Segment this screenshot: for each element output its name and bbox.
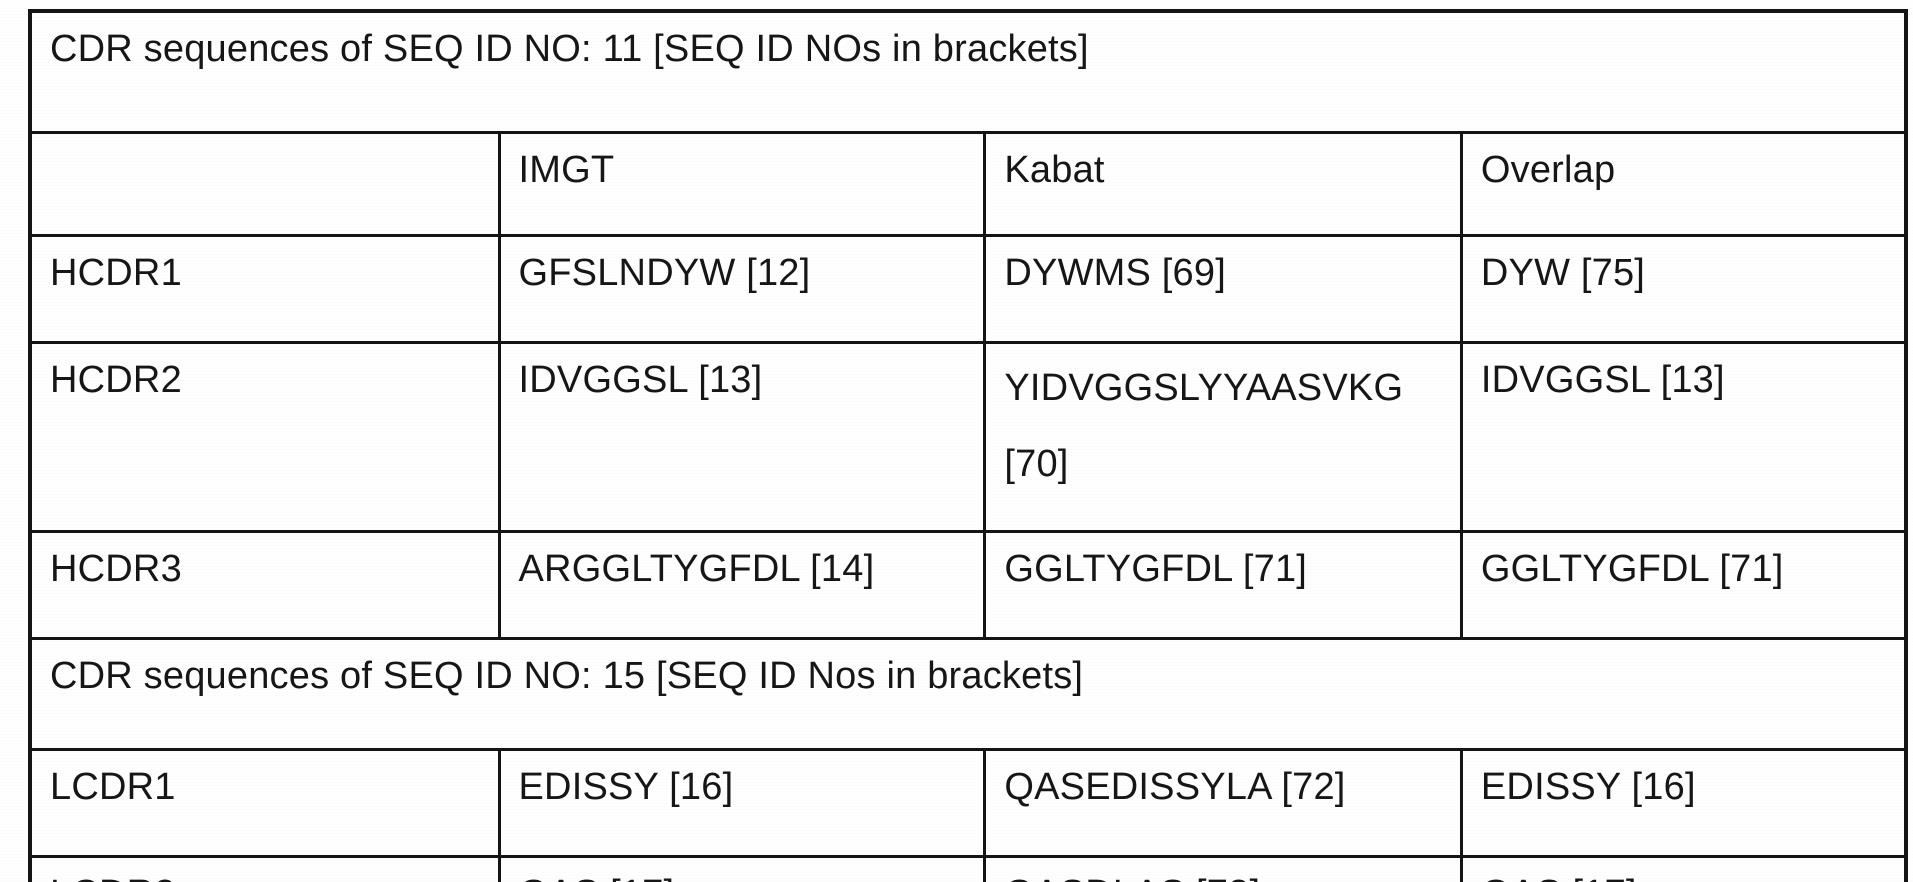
overlap-cell: DYW [75] <box>1459 234 1908 344</box>
column-header-imgt: IMGT <box>497 131 987 237</box>
row-label-cell: HCDR1 <box>28 234 501 344</box>
table-row-lcdr2: LCDR2 GAS [17] GASDLAS [73] GAS [17] <box>28 855 1908 882</box>
table-row-hcdr3: HCDR3 ARGGLTYGFDL [14] GGLTYGFDL [71] GG… <box>28 530 1908 640</box>
kabat-cell: YIDVGGSLYYAASVKG [70] <box>983 341 1463 533</box>
imgt-cell: ARGGLTYGFDL [14] <box>497 530 987 640</box>
imgt-cell: GFSLNDYW [12] <box>497 234 987 344</box>
kabat-cell: DYWMS [69] <box>983 234 1463 344</box>
row-label-cell: HCDR3 <box>28 530 501 640</box>
imgt-cell: GAS [17] <box>497 855 987 882</box>
imgt-cell: EDISSY [16] <box>497 748 987 858</box>
kabat-cell: GGLTYGFDL [71] <box>983 530 1463 640</box>
kabat-cell: QASEDISSYLA [72] <box>983 748 1463 858</box>
table-row-hcdr2: HCDR2 IDVGGSL [13] YIDVGGSLYYAASVKG [70]… <box>28 341 1908 533</box>
column-header-row: IMGT Kabat Overlap <box>28 131 1908 237</box>
section-1-title-cell: CDR sequences of SEQ ID NO: 11 [SEQ ID N… <box>28 9 1908 134</box>
section-1-title-row: CDR sequences of SEQ ID NO: 11 [SEQ ID N… <box>28 9 1908 134</box>
row-label-cell: LCDR1 <box>28 748 501 858</box>
cdr-sequence-table: CDR sequences of SEQ ID NO: 11 [SEQ ID N… <box>28 9 1908 882</box>
table-row-lcdr1: LCDR1 EDISSY [16] QASEDISSYLA [72] EDISS… <box>28 748 1908 858</box>
imgt-cell: IDVGGSL [13] <box>497 341 987 533</box>
overlap-cell: GAS [17] <box>1459 855 1908 882</box>
row-label-cell: HCDR2 <box>28 341 501 533</box>
overlap-cell: GGLTYGFDL [71] <box>1459 530 1908 640</box>
overlap-cell: IDVGGSL [13] <box>1459 341 1908 533</box>
row-label-cell: LCDR2 <box>28 855 501 882</box>
column-header-empty-cell <box>28 131 501 237</box>
column-header-kabat: Kabat <box>983 131 1463 237</box>
column-header-overlap: Overlap <box>1459 131 1908 237</box>
section-2-title-cell: CDR sequences of SEQ ID NO: 15 [SEQ ID N… <box>28 637 1908 751</box>
kabat-cell: GASDLAS [73] <box>983 855 1463 882</box>
overlap-cell: EDISSY [16] <box>1459 748 1908 858</box>
table-row-hcdr1: HCDR1 GFSLNDYW [12] DYWMS [69] DYW [75] <box>28 234 1908 344</box>
section-2-title-row: CDR sequences of SEQ ID NO: 15 [SEQ ID N… <box>28 637 1908 751</box>
